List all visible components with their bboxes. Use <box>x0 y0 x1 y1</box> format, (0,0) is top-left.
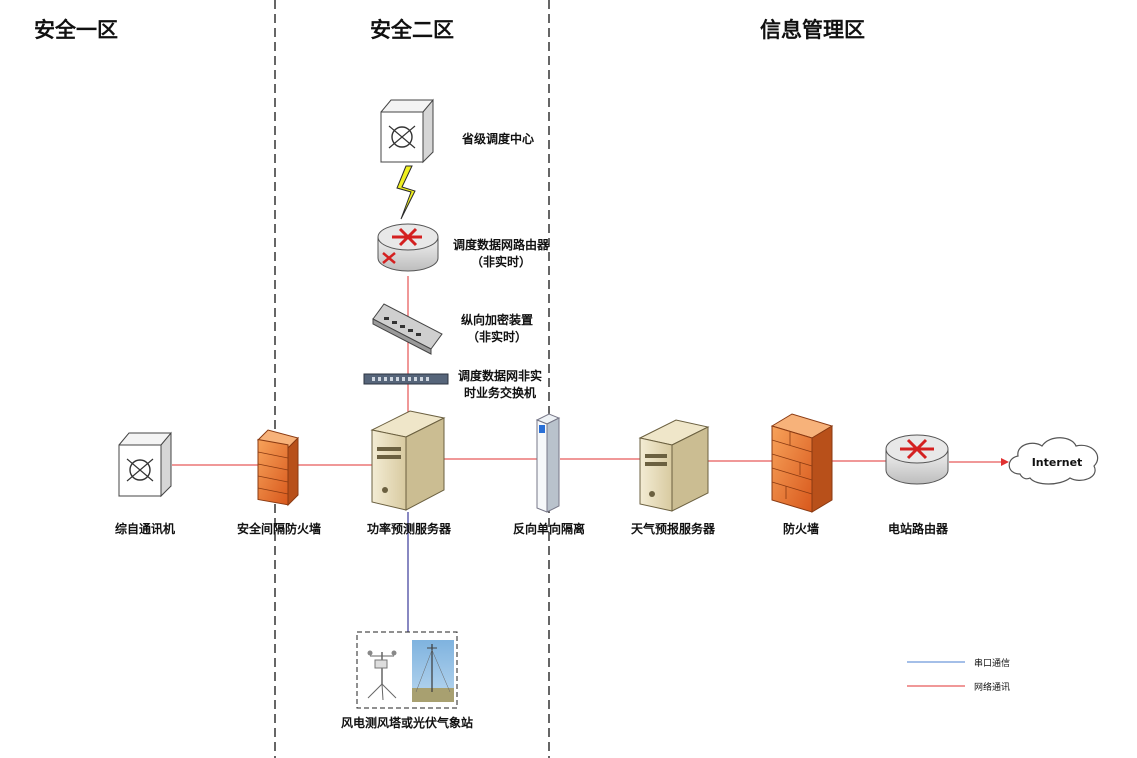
comm-machine-icon <box>118 431 172 498</box>
dispatch-center-icon <box>380 98 434 164</box>
station-router-icon <box>885 434 949 485</box>
isolation-device-icon <box>535 413 561 513</box>
wireless-link-icon <box>396 165 416 220</box>
zone-title-2: 安全二区 <box>370 18 454 42</box>
security-firewall-icon <box>257 429 299 507</box>
label-power-forecast-server: 功率预测服务器 <box>366 522 451 536</box>
label-switch-line1: 调度数据网非实 <box>457 369 542 383</box>
label-firewall: 防火墙 <box>782 522 819 536</box>
wind-tower-photo <box>412 640 454 702</box>
internet-cloud-icon <box>1008 437 1099 485</box>
label-weather-station: 风电测风塔或光伏气象站 <box>340 716 473 730</box>
weather-station-frame <box>356 631 458 709</box>
switch-icon <box>363 373 449 385</box>
zone-title-1: 安全一区 <box>34 18 118 42</box>
label-vertical-encrypt: 纵向加密装置 （非实时） <box>448 312 546 346</box>
label-comm-machine: 综自通讯机 <box>114 522 175 536</box>
firewall-icon <box>770 413 834 513</box>
label-vertical-encrypt-line1: 纵向加密装置 <box>460 313 533 327</box>
zone-title-3: 信息管理区 <box>760 18 865 42</box>
label-switch: 调度数据网非实 时业务交换机 <box>452 368 548 402</box>
weather-station-photo <box>362 640 404 702</box>
legend-network-label: 网络通讯 <box>974 683 1011 693</box>
label-provincial-center: 省级调度中心 <box>462 132 535 146</box>
label-dispatch-router: 调度数据网路由器 （非实时） <box>448 237 554 271</box>
label-switch-line2: 时业务交换机 <box>463 386 536 400</box>
label-dispatch-router-line2: （非实时） <box>470 255 531 269</box>
label-internet: Internet <box>1031 456 1083 469</box>
power-forecast-server-icon <box>370 410 446 511</box>
label-weather-server: 天气预报服务器 <box>630 522 715 536</box>
legend-serial-label: 串口通信 <box>974 659 1011 669</box>
label-vertical-encrypt-line2: （非实时） <box>466 330 527 344</box>
label-dispatch-router-line1: 调度数据网路由器 <box>452 238 549 252</box>
weather-server-icon <box>638 419 710 512</box>
label-reverse-isolation: 反向单向隔离 <box>512 522 585 536</box>
label-station-router: 电站路由器 <box>887 522 948 536</box>
encryption-device-icon <box>372 303 443 355</box>
label-security-firewall: 安全间隔防火墙 <box>236 522 321 536</box>
dispatch-router-icon <box>377 223 439 272</box>
